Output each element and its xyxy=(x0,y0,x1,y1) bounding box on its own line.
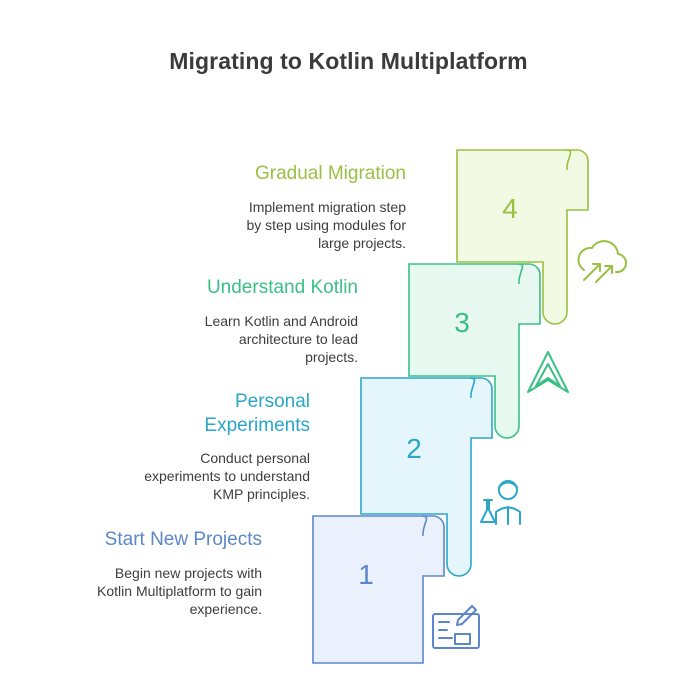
step-2-desc-line: experiments to understand xyxy=(144,468,310,484)
step-2-desc-line: Conduct personal xyxy=(200,450,310,466)
planning-board-icon xyxy=(432,605,480,649)
step-2-desc-line: KMP principles. xyxy=(212,486,310,502)
step-1-description: Begin new projects with Kotlin Multiplat… xyxy=(97,564,262,618)
step-3-desc-line: projects. xyxy=(305,349,358,365)
step-3-number: 3 xyxy=(454,307,470,338)
step-3-scroll: 3 xyxy=(408,263,541,439)
step-4-desc-line: large projects. xyxy=(318,235,406,251)
step-1-desc-line: Begin new projects with xyxy=(114,565,262,581)
step-2-heading-line: Experiments xyxy=(204,415,310,436)
step-3-heading-line: Understand Kotlin xyxy=(206,277,358,298)
step-1-heading-line: Start New Projects xyxy=(104,529,262,550)
step-1-heading: Start New Projects xyxy=(105,528,262,552)
step-1-number: 1 xyxy=(358,559,374,590)
step-2-description: Conduct personal experiments to understa… xyxy=(144,449,310,503)
step-3-desc-line: Learn Kotlin and Android xyxy=(204,313,358,329)
step-4-heading: Gradual Migration xyxy=(255,162,406,186)
scientist-icon xyxy=(480,480,521,525)
step-2-heading: Personal Experiments xyxy=(204,390,310,438)
step-1-desc-line: Kotlin Multiplatform to gain xyxy=(97,583,262,599)
step-4-scroll: 4 xyxy=(456,149,589,325)
step-4-desc-line: Implement migration step xyxy=(248,199,406,215)
step-3-heading: Understand Kotlin xyxy=(207,276,358,300)
step-4-number: 4 xyxy=(502,193,518,224)
step-2-heading-line: Personal xyxy=(235,391,310,412)
step-4-description: Implement migration step by step using m… xyxy=(246,198,406,252)
upward-chevron-icon xyxy=(527,351,569,393)
step-3-description: Learn Kotlin and Android architecture to… xyxy=(205,312,358,366)
step-4-heading-line: Gradual Migration xyxy=(254,163,406,184)
cloud-upload-arrows-icon xyxy=(577,240,627,283)
step-3-desc-line: architecture to lead xyxy=(238,331,358,347)
page-title: Migrating to Kotlin Multiplatform xyxy=(169,48,528,74)
step-4-desc-line: by step using modules for xyxy=(246,217,406,233)
step-2-scroll: 2 xyxy=(360,377,493,577)
step-2-number: 2 xyxy=(406,433,422,464)
step-1-scroll: 1 xyxy=(312,515,445,664)
step-1-desc-line: experience. xyxy=(189,601,262,617)
